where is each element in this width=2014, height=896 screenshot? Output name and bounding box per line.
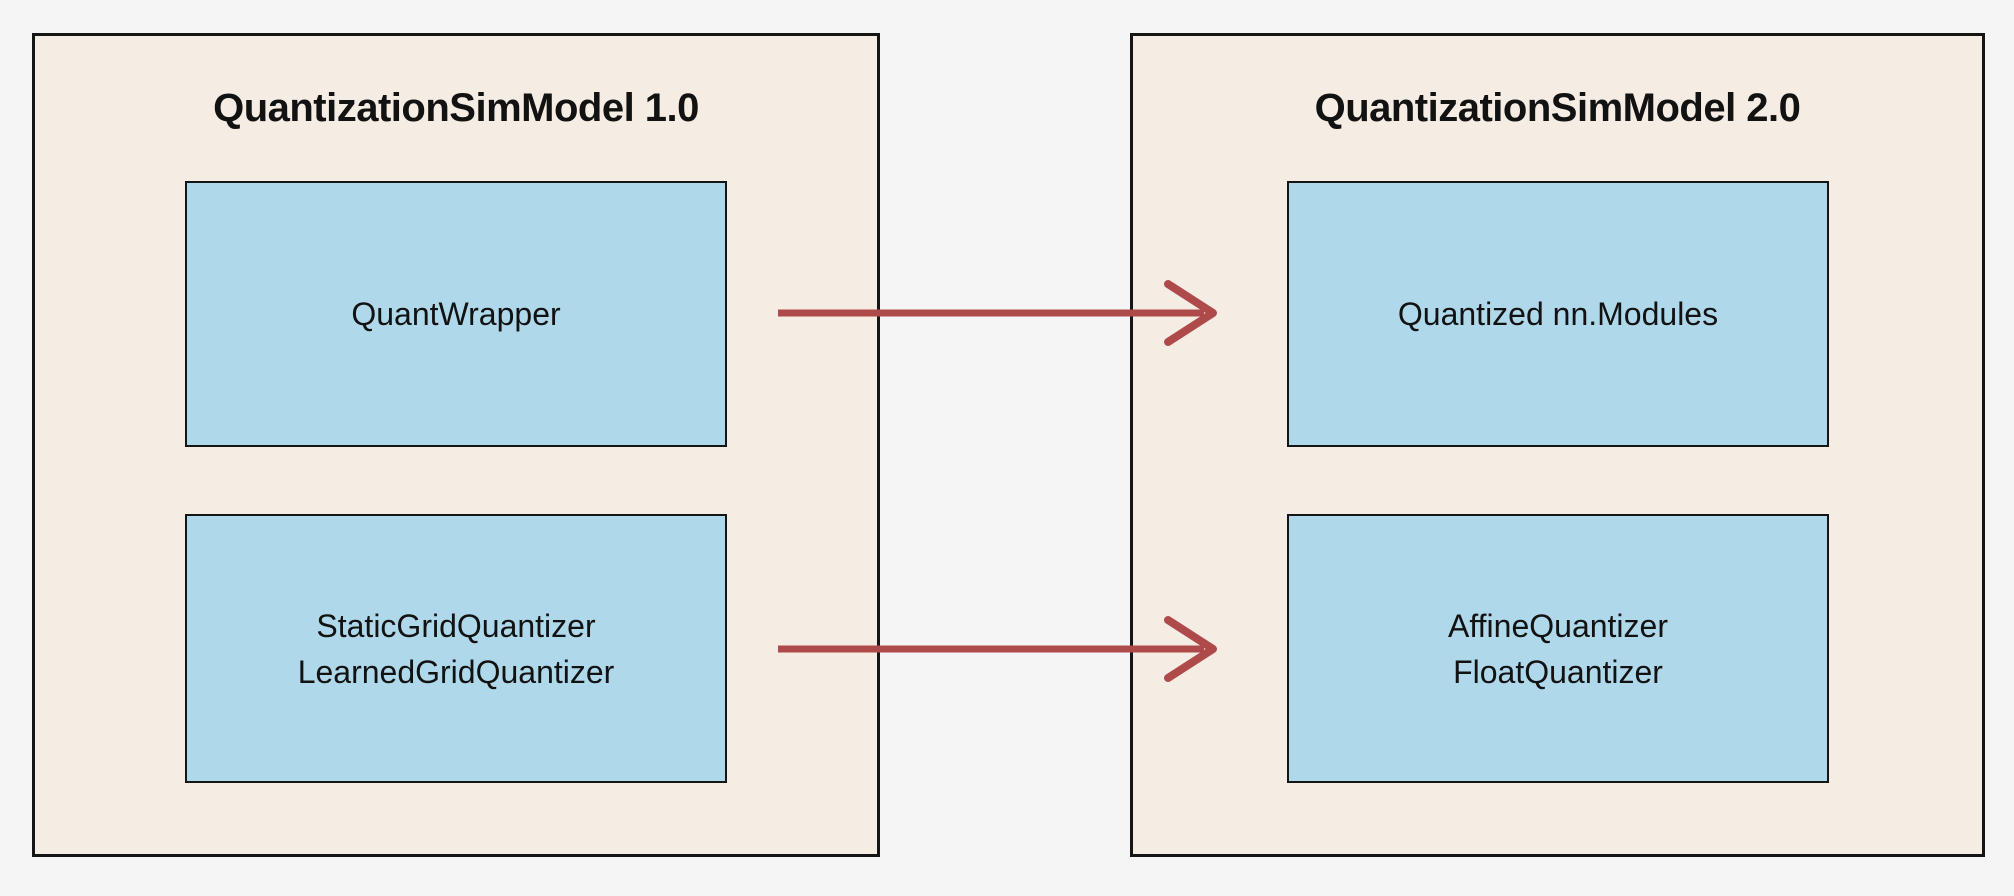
node-label: Quantized nn.Modules [1397,296,1719,332]
node-label-line-2: LearnedGridQuantizer [297,653,615,690]
node-label-line-1: StaticGridQuantizer [316,607,596,644]
node-label-line-1: AffineQuantizer [1448,607,1668,644]
panel-title: QuantizationSimModel 2.0 [1314,86,1801,130]
node-affine-float-quantizers: AffineQuantizer FloatQuantizer [1287,514,1829,783]
node-quantized-nn-modules: Quantized nn.Modules [1287,181,1829,447]
panel-title: QuantizationSimModel 1.0 [213,86,699,130]
node-label-line-2: FloatQuantizer [1453,653,1663,690]
node-grid-quantizers: StaticGridQuantizer LearnedGridQuantizer [185,514,727,783]
node-quantwrapper: QuantWrapper [185,181,727,447]
node-label: QuantWrapper [351,296,561,332]
